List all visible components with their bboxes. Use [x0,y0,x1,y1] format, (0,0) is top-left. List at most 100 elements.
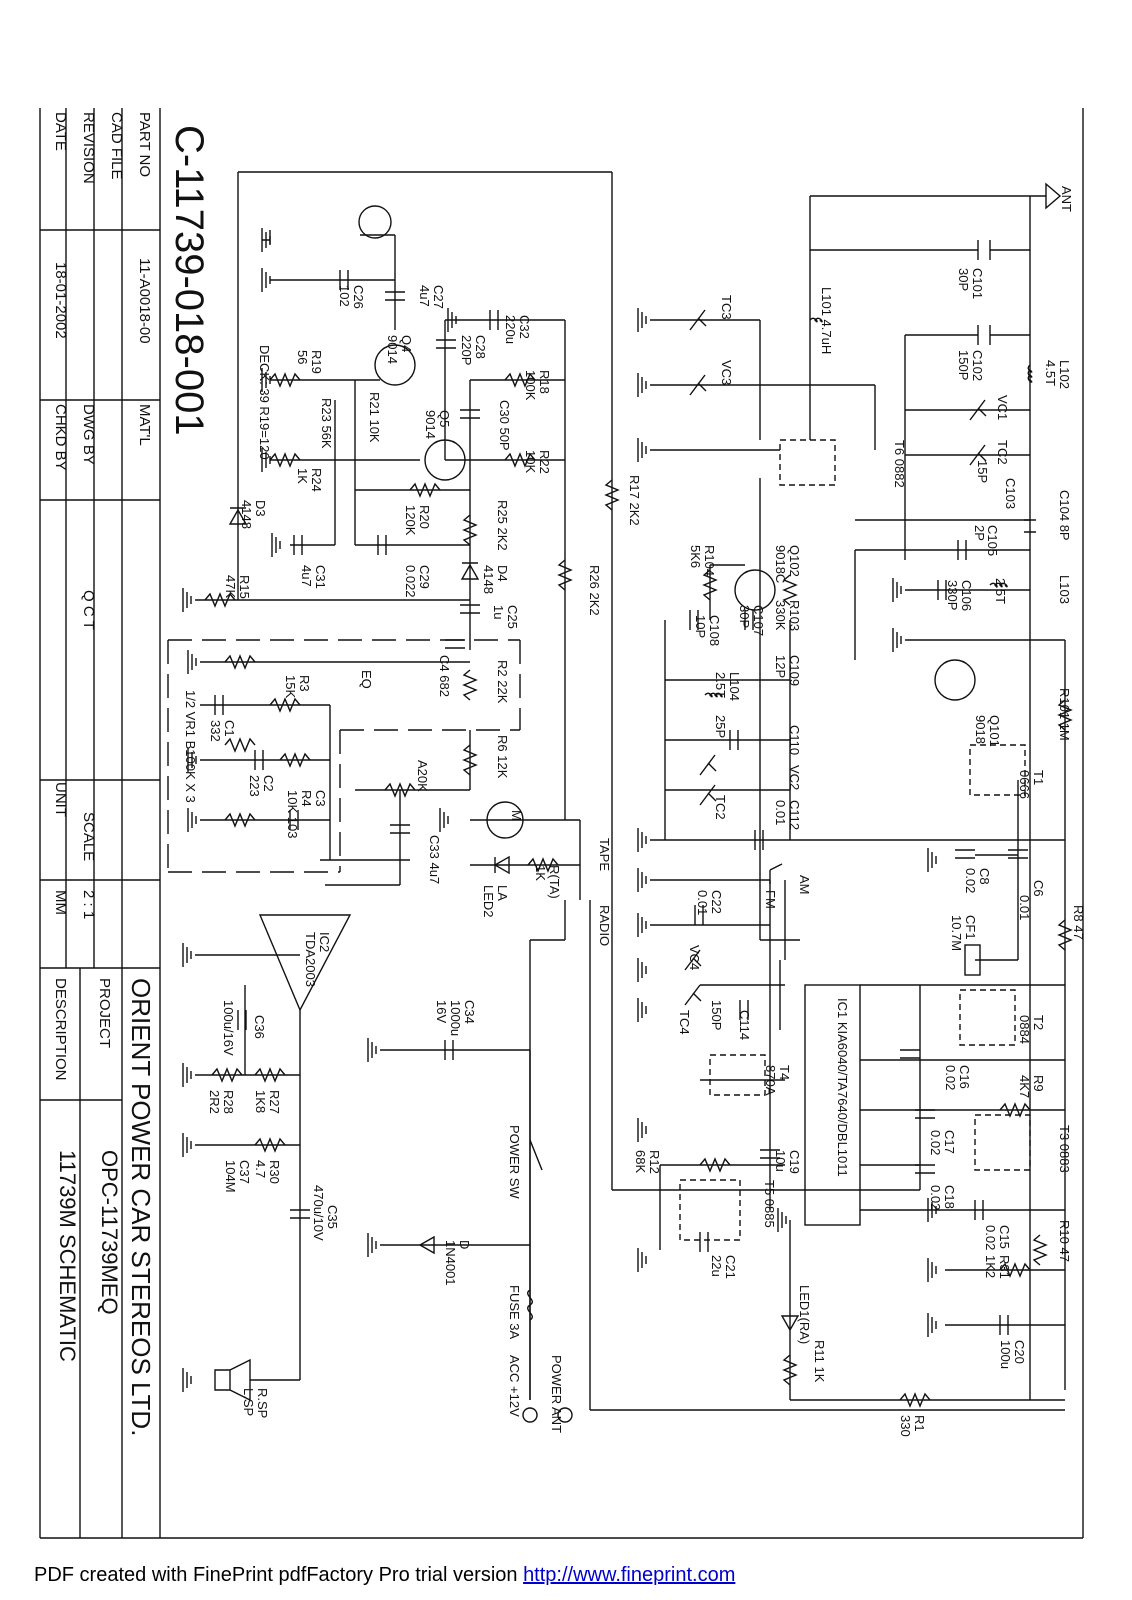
label-c106: C106 [959,580,974,611]
label-fuse: FUSE 3A [507,1285,522,1340]
project-value: OPC-11739MEQ [97,1150,122,1315]
resistor-r30 [254,1137,286,1153]
resistor-r4 [279,752,311,768]
label-r28: R28 [221,1090,236,1114]
label-c109: C109 [787,655,802,686]
cap-c26 [339,270,349,290]
label-tc4: TC4 [677,1010,692,1035]
label-c2: C2 [261,775,276,792]
antenna-icon [1030,182,1062,210]
label-tc2a: TC2 [995,440,1010,465]
cap-c4 [445,639,465,649]
label-cf1: CF1 [963,915,978,940]
cap-c32 [489,310,499,330]
label-c15: C15 [997,1225,1012,1249]
speaker-icon [214,1358,251,1402]
cap-c106 [937,580,947,600]
resistor-r8 [1057,919,1073,951]
label-q102v: 9018C [773,545,788,583]
cap-c28 [436,339,456,349]
label-r8: R8 47 [1071,905,1086,940]
label-t1v: 0666 [1017,770,1032,799]
label-q5: Q5 [437,410,452,427]
resistor-r10 [1032,1234,1048,1266]
label-c37v: 104M [223,1160,238,1193]
label-c28v: 220P [459,335,474,365]
label-l103v: 2.5T [993,578,1008,604]
resistor-r12 [699,1157,731,1173]
cap-c30 [460,409,480,419]
matl-label: MAT'L [136,404,153,446]
label-r1: R1 [912,1415,927,1432]
label-c32: C32 [517,315,532,339]
label-c33: C33 4u7 [427,835,442,884]
resistor-r28 [211,1067,243,1083]
diode-d3 [228,507,248,525]
pot-vr1b [224,737,256,753]
unit-label: UNIT [52,782,69,817]
drawing-number: C-11739-018-001 [167,125,211,436]
label-c106v: 330P [945,580,960,610]
label-fm: FM [763,890,778,909]
resistor-r103 [782,574,798,606]
label-r10: R10 47 [1057,1220,1072,1262]
description-value: 11739M SCHEMATIC [55,1150,80,1362]
title-block: PART NO CAD FILE REVISION DATE 11-A0018-… [40,108,211,1538]
trimmer-tc4 [684,984,702,1006]
resistor-r-ta [527,857,559,873]
label-m: M [509,810,524,821]
label-c112: C112 [787,800,802,830]
trimmer-vc1 [969,399,987,421]
label-c34v: 1000u [448,1000,463,1036]
trimmer-tc2 [969,444,987,466]
label-c109v: 12P [773,655,788,678]
resistor-r18 [504,372,536,388]
label-r6: R6 12K [495,735,510,779]
acc-terminal [522,1407,538,1423]
cap-c27 [385,291,405,301]
cap-c34 [444,1040,454,1060]
dwg-by-label: DWG BY [80,404,97,465]
label-c1v: 332 [208,720,223,742]
resistor-r31 [999,1262,1031,1278]
label-r1v: 330 [898,1415,913,1437]
label-c26v: 102 [337,285,352,307]
label-ant: ANT [1059,186,1074,212]
label-r9: R9 [1031,1075,1046,1092]
resistor-r1 [899,1392,931,1408]
scale-label: SCALE [80,812,97,861]
coil-l101 [809,317,823,323]
revision-label: REVISION [80,112,97,184]
label-q4v: 9014 [385,335,400,364]
label-c35: C35 [325,1205,340,1229]
label-c32v: 220u [503,315,518,344]
label-c16v: 0.02 [943,1065,958,1090]
footer-link[interactable]: http://www.fineprint.com [523,1564,736,1586]
label-rsp: R.SP [255,1388,270,1418]
label-r23: R23 56K [319,398,334,449]
tape-head-icon [358,205,392,239]
trimmer-vc2 [699,754,717,776]
label-r3v: 15K [283,675,298,698]
label-d3v: 4148 [239,500,254,529]
label-c8: C8 [977,868,992,885]
resistor-r3 [269,697,301,713]
label-vc3: VC3 [719,360,734,385]
label-rtav: 1K [533,865,548,881]
label-c114v: 150P [709,1000,724,1030]
cap-c102 [977,325,991,345]
label-c21v: 22u [709,1255,724,1277]
label-vc2: VC2 [787,765,802,790]
label-r20: R20 [417,505,432,529]
label-r25: R25 2K2 [495,500,510,551]
cad-file-label: CAD FILE [108,112,125,180]
cap-c29 [377,535,387,555]
label-r104v: 5K6 [688,545,703,568]
label-tc2b: TC2 [713,795,728,820]
date-value: 18-01-2002 [52,262,69,339]
coil-l104 [704,692,723,698]
label-r12v: 68K [633,1150,648,1173]
label-l102v: 4.5T [1043,360,1058,386]
label-r3: R3 [297,675,312,692]
